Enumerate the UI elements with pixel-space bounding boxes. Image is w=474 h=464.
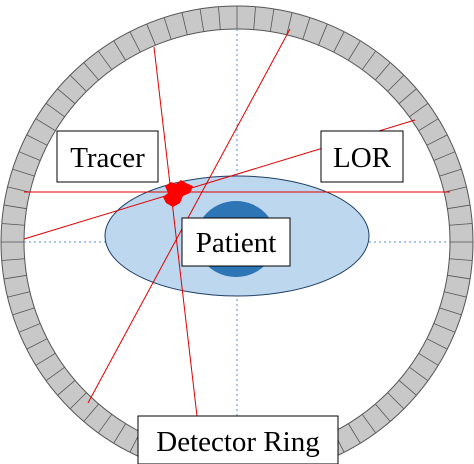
- detector-segment-divider: [318, 23, 328, 46]
- detector-ring-label-box: [137, 415, 339, 464]
- detector-segment-divider: [426, 338, 448, 350]
- detector-segment-divider: [1, 223, 25, 226]
- detector-segment-divider: [199, 8, 205, 32]
- detector-segment-divider: [69, 392, 87, 410]
- lor-line: [87, 28, 291, 404]
- detector-segment-divider: [7, 186, 30, 193]
- detector-segment-divider: [18, 151, 41, 161]
- detector-segment-divider: [12, 307, 35, 316]
- detector-segment-divider: [418, 352, 439, 366]
- detector-segment-divider: [26, 338, 48, 350]
- patient-label-box: [181, 217, 291, 267]
- lor-label-text: LOR: [333, 142, 392, 174]
- detector-segment-divider: [447, 274, 471, 280]
- detector-segment-divider: [35, 352, 56, 366]
- detector-segment-divider: [163, 17, 172, 40]
- detector-segment-divider: [18, 323, 41, 333]
- detector-segment-divider: [426, 134, 448, 146]
- detector-segment-divider: [433, 151, 456, 161]
- detector-segment-divider: [409, 102, 429, 118]
- detector-segment-divider: [361, 50, 377, 70]
- detector-segment-divider: [3, 274, 27, 280]
- detector-segment-divider: [444, 291, 467, 298]
- detector-segment-divider: [83, 62, 99, 81]
- detector-segment-divider: [12, 168, 35, 177]
- detector-segment-divider: [57, 88, 76, 104]
- detector-segment-divider: [418, 118, 439, 132]
- lor-line: [153, 46, 198, 417]
- detector-segment-divider: [181, 12, 188, 35]
- detector-ring-label: Detector Ring: [137, 415, 339, 464]
- detector-segment-divider: [375, 403, 391, 422]
- detector-segment-divider: [398, 88, 417, 104]
- tracer-label-box: [56, 130, 159, 183]
- detector-segment-divider: [398, 380, 417, 396]
- detector-segment-divider: [433, 323, 456, 333]
- detector-segment-divider: [113, 423, 127, 444]
- tracer-label: Tracer: [56, 130, 159, 183]
- detector-segment-divider: [333, 31, 345, 53]
- detector-segment-divider: [97, 50, 113, 70]
- detector-segment-divider: [387, 74, 405, 92]
- detector-segment-divider: [35, 118, 56, 132]
- lor-label-box: [320, 130, 404, 183]
- detector-segment-divider: [57, 380, 76, 396]
- detector-segment-divider: [83, 403, 99, 422]
- detector-segment-divider: [449, 223, 473, 226]
- detector-segment-divider: [7, 291, 30, 298]
- detector-segment-divider: [146, 23, 156, 46]
- detector-segment-divider: [439, 168, 462, 177]
- detector-segment-divider: [347, 40, 361, 61]
- tracer-blob: [163, 180, 193, 207]
- detector-segment-divider: [45, 366, 65, 382]
- detector-segment-divider: [1, 258, 25, 261]
- detector-segment-divider: [449, 258, 473, 261]
- detector-segment-divider: [447, 204, 471, 210]
- center-axes: [24, 29, 450, 455]
- detector-segment-divider: [387, 392, 405, 410]
- detector-segment-divider: [218, 6, 221, 30]
- tracer-label-text: Tracer: [70, 142, 145, 174]
- patient-label-text: Patient: [196, 227, 277, 259]
- detector-segment-divider: [45, 102, 65, 118]
- detector-segment-divider: [113, 40, 127, 61]
- detector-segment-divider: [69, 74, 87, 92]
- detector-ring-label-text: Detector Ring: [156, 426, 319, 458]
- lor-label: LOR: [320, 130, 404, 183]
- detector-segment-divider: [26, 134, 48, 146]
- detector-segment-divider: [375, 62, 391, 81]
- detector-segment-divider: [302, 17, 311, 40]
- detector-segment-divider: [3, 204, 27, 210]
- detector-segment-divider: [269, 8, 275, 32]
- detector-segment-divider: [347, 423, 361, 444]
- detector-segment-divider: [439, 307, 462, 316]
- detector-segment-divider: [361, 414, 377, 434]
- detector-segment-divider: [97, 414, 113, 434]
- patient-label: Patient: [181, 217, 291, 267]
- detector-segment-divider: [444, 186, 467, 193]
- detector-segment-divider: [286, 12, 293, 35]
- detector-segment-divider: [129, 31, 141, 53]
- detector-segment-divider: [409, 366, 429, 382]
- detector-segment-divider: [253, 6, 256, 30]
